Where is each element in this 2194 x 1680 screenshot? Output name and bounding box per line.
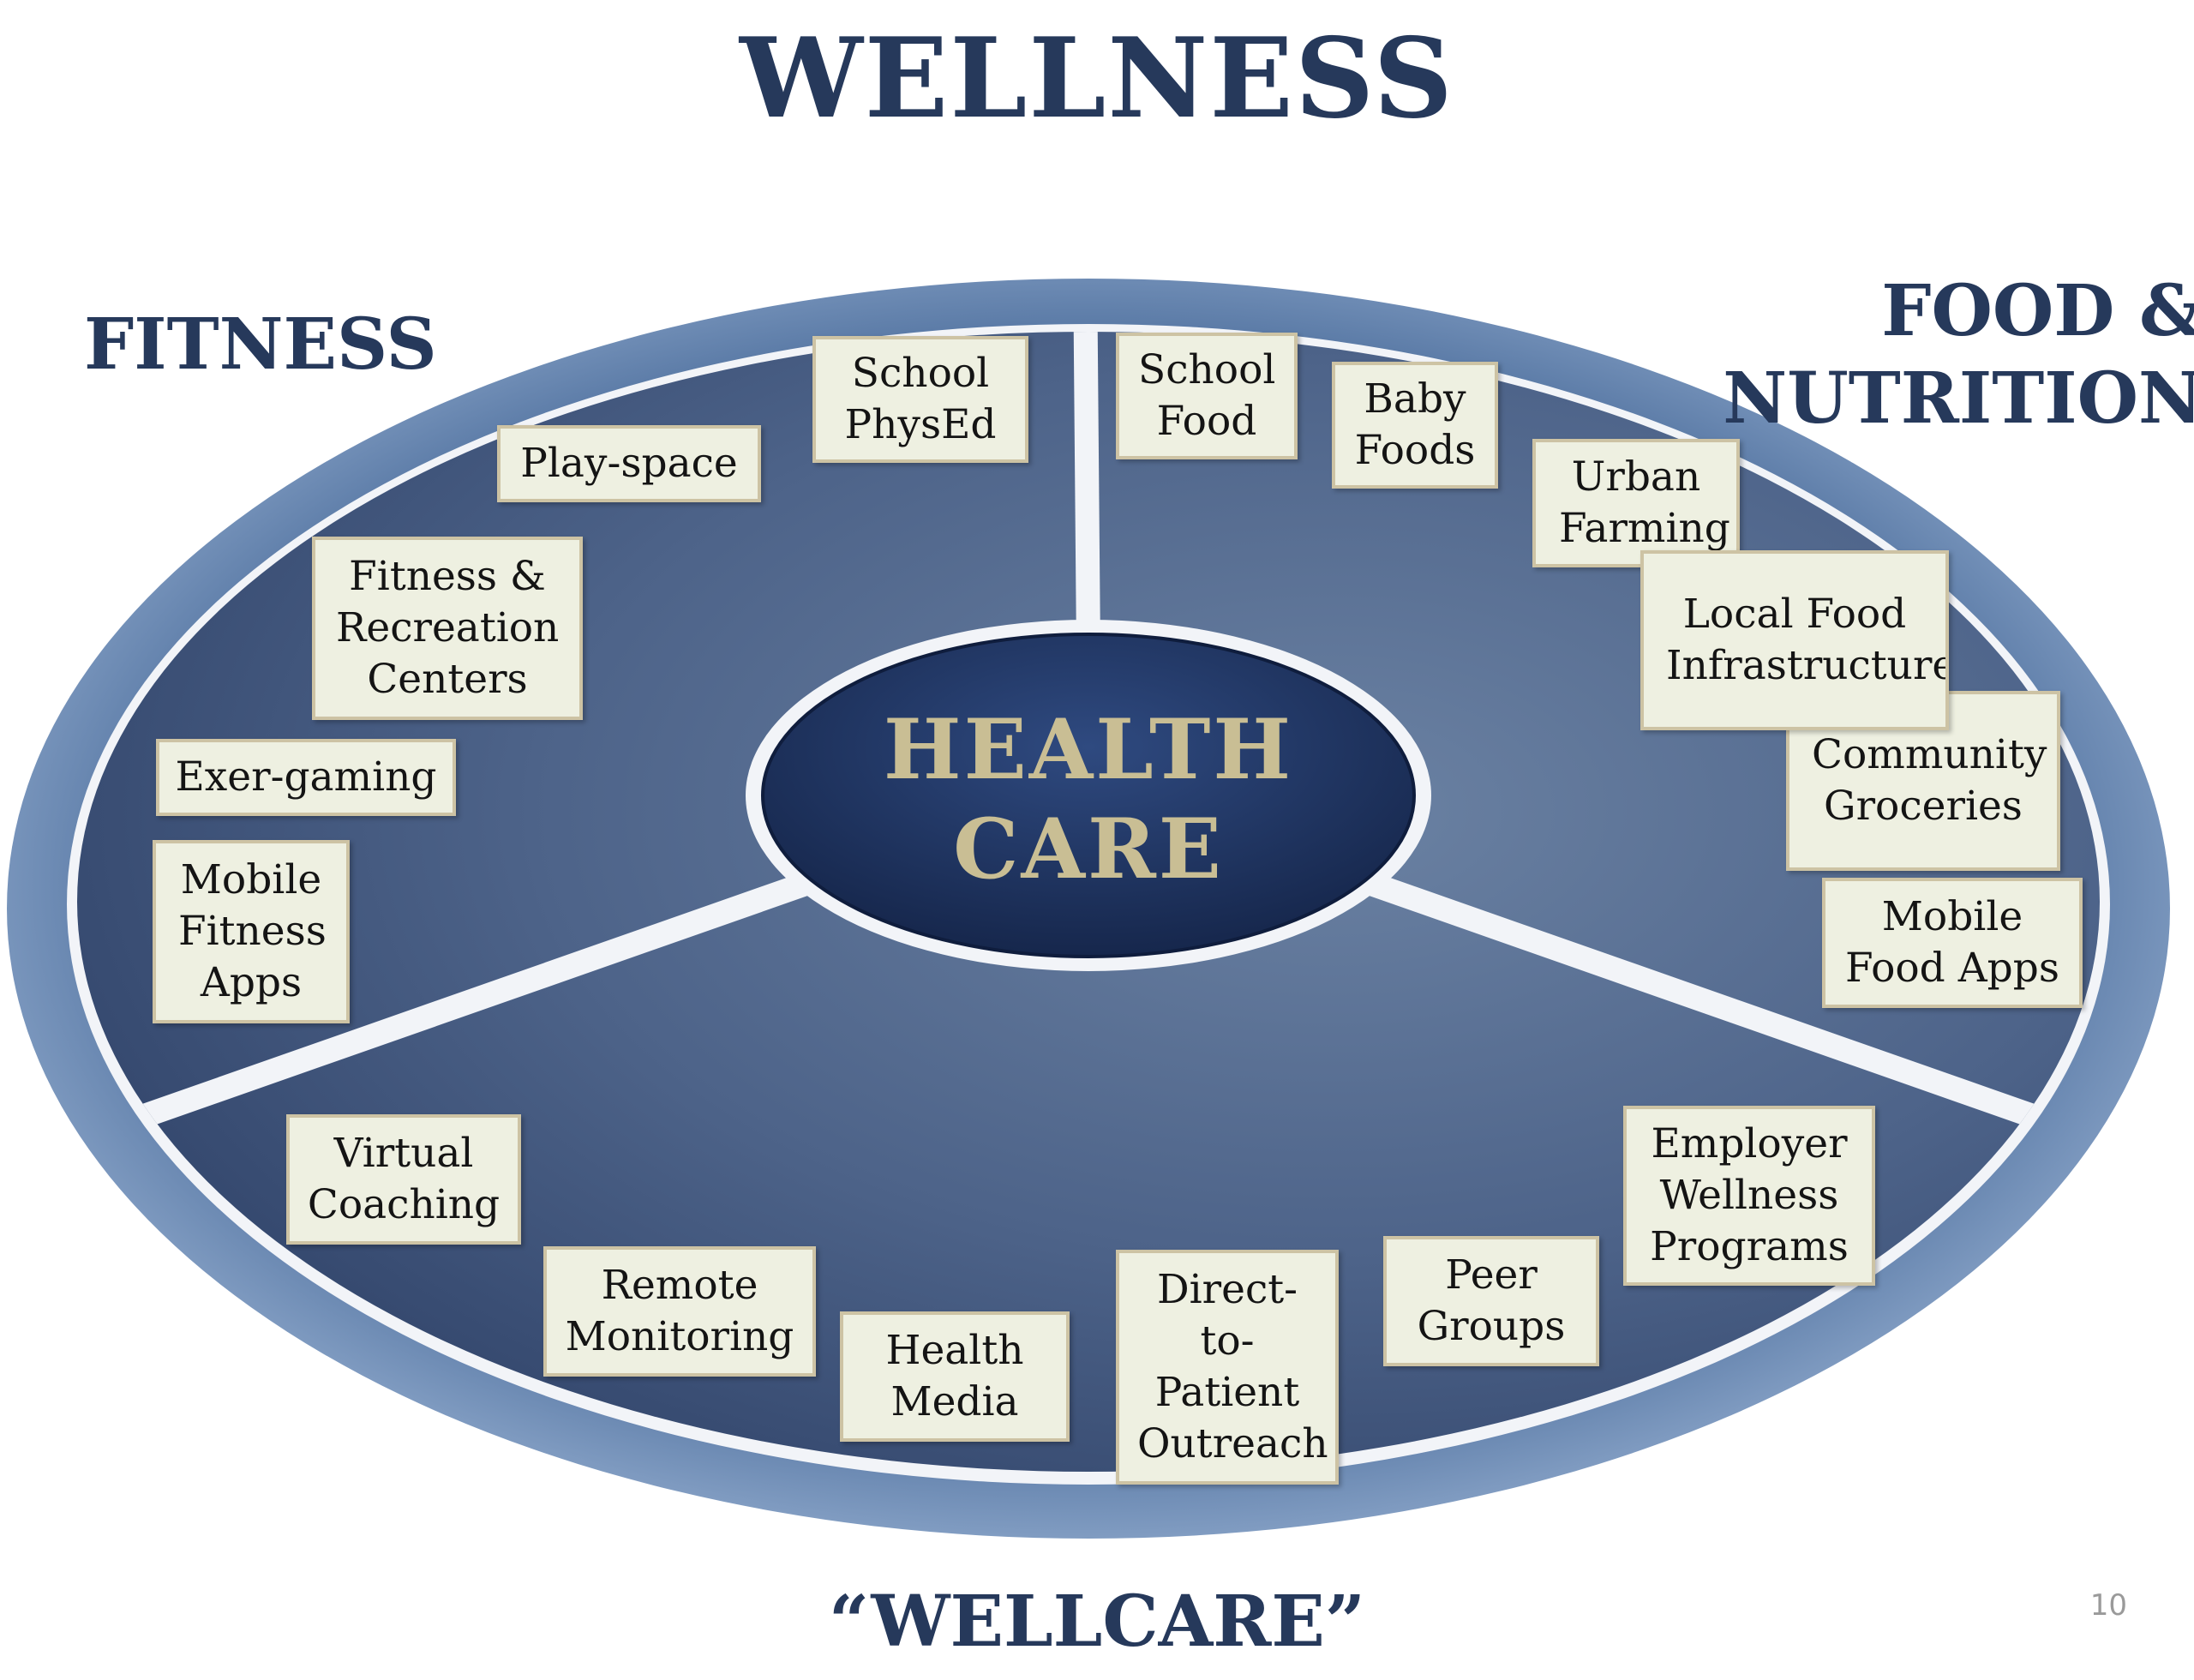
card-fitness-recreation-centers: Fitness & Recreation Centers xyxy=(312,537,583,720)
sector-label-fitness: FITNESS xyxy=(84,303,437,386)
card-label: Mobile Fitness Apps xyxy=(178,856,327,1006)
card-label: Health Media xyxy=(885,1327,1024,1425)
sector-label-wellcare: “WELLCARE” xyxy=(828,1581,1366,1663)
card-mobile-fitness-apps: Mobile Fitness Apps xyxy=(153,840,350,1023)
card-local-food-infrastructure: Local Food Infrastructure xyxy=(1640,550,1949,730)
card-school-food: School Food xyxy=(1116,333,1298,459)
card-school-physed: School PhysEd xyxy=(812,336,1028,463)
card-urban-farming: Urban Farming xyxy=(1532,439,1740,567)
card-mobile-food-apps: Mobile Food Apps xyxy=(1822,878,2083,1008)
divider-right xyxy=(1316,854,2100,1161)
sector-label-food-nutrition: FOOD & NUTRITION xyxy=(1723,267,2194,442)
card-label: Play-space xyxy=(520,440,738,487)
card-exer-gaming: Exer-gaming xyxy=(156,739,456,816)
card-virtual-coaching: Virtual Coaching xyxy=(286,1114,521,1245)
card-employer-wellness-programs: Employer Wellness Programs xyxy=(1623,1106,1875,1286)
food-label-line-2: NUTRITION xyxy=(1723,357,2194,440)
card-label: Direct-to-Patient Outreach xyxy=(1137,1266,1328,1467)
card-label: Urban Farming xyxy=(1559,453,1730,552)
card-baby-foods: Baby Foods xyxy=(1332,362,1498,489)
card-direct-to-patient-outreach: Direct-to-Patient Outreach xyxy=(1116,1250,1339,1485)
card-label: Fitness & Recreation Centers xyxy=(336,553,560,703)
center-ellipse xyxy=(761,633,1416,958)
card-label: Local Food Infrastructure xyxy=(1666,591,1949,689)
card-label: Baby Foods xyxy=(1354,375,1476,474)
card-peer-groups: Peer Groups xyxy=(1383,1236,1599,1366)
divider-left xyxy=(77,854,861,1161)
page-number: 10 xyxy=(2089,1588,2127,1623)
card-label: Employer Wellness Programs xyxy=(1650,1120,1849,1270)
card-play-space: Play-space xyxy=(497,425,761,502)
card-label: Exer-gaming xyxy=(175,753,437,801)
sector-dividers xyxy=(77,332,2100,1161)
card-label: Virtual Coaching xyxy=(307,1130,501,1228)
food-label-line-1: FOOD & xyxy=(1881,270,2194,352)
card-label: Peer Groups xyxy=(1417,1251,1566,1350)
divider-top xyxy=(1073,332,1100,652)
card-label: School PhysEd xyxy=(844,350,997,448)
card-label: Community Groceries xyxy=(1812,731,2047,830)
card-label: Mobile Food Apps xyxy=(1845,893,2059,992)
card-label: Remote Monitoring xyxy=(565,1262,794,1360)
card-health-media: Health Media xyxy=(840,1311,1070,1442)
card-remote-monitoring: Remote Monitoring xyxy=(543,1246,816,1377)
card-community-groceries: Community Groceries xyxy=(1786,691,2060,871)
card-label: School Food xyxy=(1138,346,1276,445)
page-title: WELLNESS xyxy=(740,15,1454,143)
